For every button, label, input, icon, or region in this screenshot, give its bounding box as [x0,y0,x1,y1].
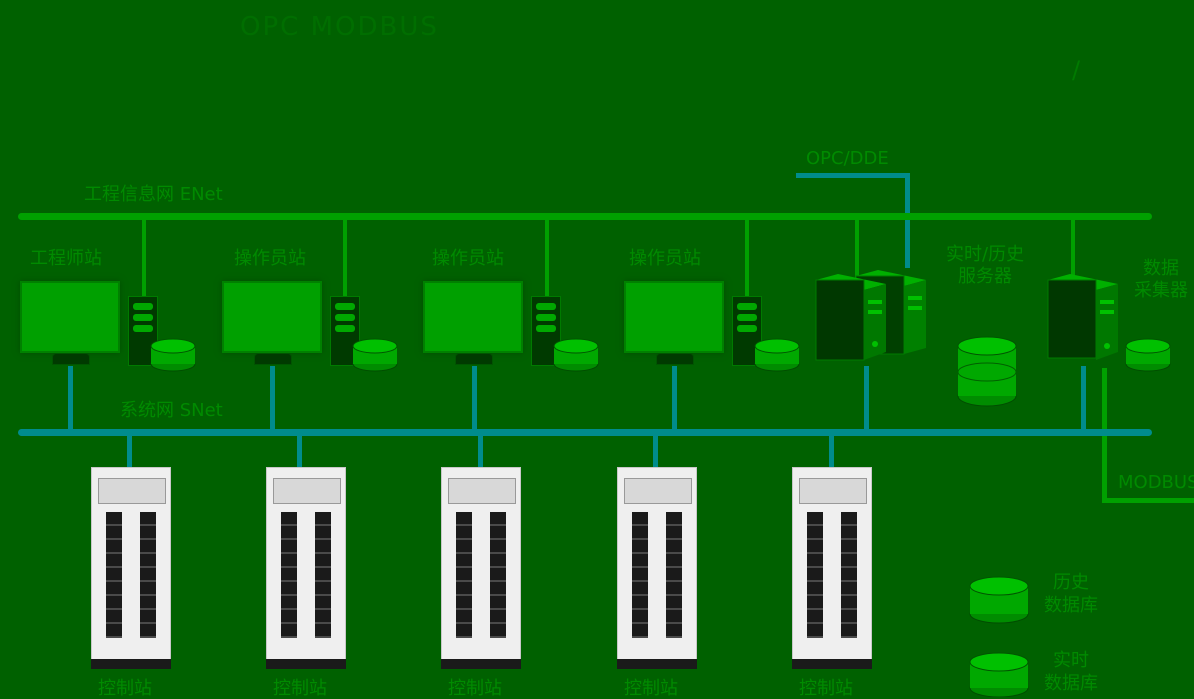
enet-bus [18,213,1152,220]
diagram-title: OPC MODBUS [240,12,439,42]
title-slash: / [1072,56,1081,84]
control-cabinet-icon [441,467,521,669]
monitor-stand [254,353,292,365]
history-database-legend-icon [969,576,1029,624]
legend-realtime-db-label: 实时 数据库 [1044,650,1098,694]
monitor-icon [222,281,322,353]
data-collector-label: 数据 采集器 [1134,258,1188,301]
database-icon [150,338,196,372]
database-icon [957,336,1017,407]
enet-label: 工程信息网 ENet [84,184,223,205]
control-station-label-3: 控制站 [448,678,502,699]
station-label-operator-3: 操作员站 [629,248,701,269]
monitor-icon [20,281,120,353]
snet-label: 系统网 SNet [120,400,223,421]
monitor-stand [656,353,694,365]
snet-bus [18,429,1152,436]
database-icon [352,338,398,372]
opc-dde-label: OPC/DDE [806,148,889,169]
data-collector-server-icon [1047,274,1118,360]
control-cabinet-icon [91,467,171,669]
control-cabinet-icon [617,467,697,669]
database-icon [553,338,599,372]
modbus-label: MODBUS [1118,472,1194,493]
monitor-stand [52,353,90,365]
historian-server-label: 实时/历史 服务器 [946,244,1025,287]
control-cabinet-icon [792,467,872,669]
monitor-icon [423,281,523,353]
server-icon [815,270,926,361]
database-icon [1125,338,1171,372]
control-station-label-5: 控制站 [799,678,853,699]
station-label-operator-1: 操作员站 [234,248,306,269]
control-station-label-2: 控制站 [273,678,327,699]
realtime-database-legend-icon [969,652,1029,697]
database-icon [754,338,800,372]
monitor-icon [624,281,724,353]
legend-history-db-label: 历史 数据库 [1044,572,1098,616]
control-station-label-1: 控制站 [98,678,152,699]
control-station-label-4: 控制站 [624,678,678,699]
monitor-stand [455,353,493,365]
station-label-engineer: 工程师站 [30,248,102,269]
station-label-operator-2: 操作员站 [432,248,504,269]
control-cabinet-icon [266,467,346,669]
